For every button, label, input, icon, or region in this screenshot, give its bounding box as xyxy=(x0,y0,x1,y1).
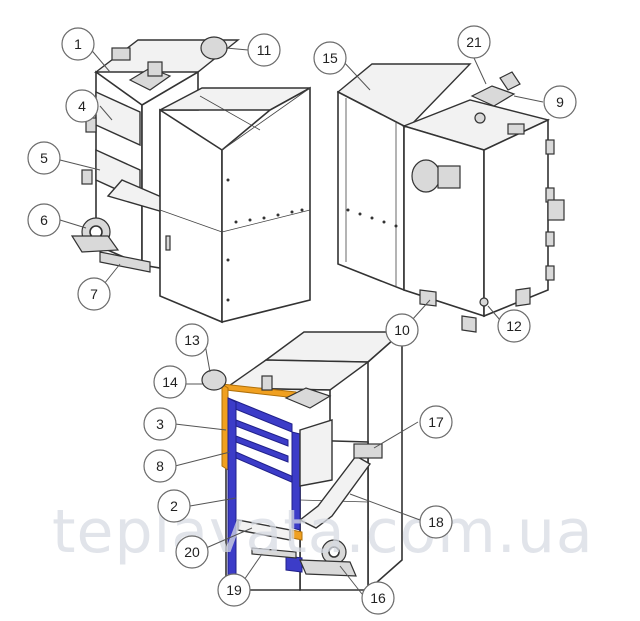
ash-pan xyxy=(99,251,151,273)
callout-4-label: 4 xyxy=(78,98,86,114)
callout-13-label: 13 xyxy=(184,332,200,348)
callout-16: 16 xyxy=(361,581,395,615)
thermo-sensor xyxy=(474,112,486,124)
boiler-rear-face xyxy=(403,124,485,318)
callout-17-label: 17 xyxy=(428,414,444,430)
callout-11: 11 xyxy=(247,33,281,67)
hopper-rear-face xyxy=(337,90,405,292)
callout-4: 4 xyxy=(65,89,99,123)
rear-flue-outlet xyxy=(411,159,441,193)
callout-10: 10 xyxy=(385,313,419,347)
callout-7-label: 7 xyxy=(90,286,98,302)
callouts: 1 11 4 5 6 7 15 21 9 10 12 13 14 3 8 2 2… xyxy=(27,25,577,615)
top-cover xyxy=(111,47,131,61)
callout-2: 2 xyxy=(157,489,191,523)
callout-8-label: 8 xyxy=(156,458,164,474)
cut-control-box xyxy=(284,387,332,409)
callout-15-label: 15 xyxy=(322,50,338,66)
callout-21-label: 21 xyxy=(466,34,482,50)
ash-tray xyxy=(251,547,297,559)
callout-14-label: 14 xyxy=(162,374,178,390)
callout-9: 9 xyxy=(543,85,577,119)
cut-feed-auger xyxy=(298,455,372,529)
callout-11-label: 11 xyxy=(257,42,272,58)
callout-20-label: 20 xyxy=(184,544,200,560)
grate-rod xyxy=(237,519,291,541)
side-burner-port xyxy=(547,199,565,221)
callout-5: 5 xyxy=(27,141,61,175)
callout-10-label: 10 xyxy=(394,322,410,338)
cut-front-door xyxy=(299,419,333,487)
cut-boiler-top xyxy=(223,359,371,391)
callout-21: 21 xyxy=(457,25,491,59)
callout-6-label: 6 xyxy=(40,212,48,228)
flue-collar xyxy=(437,165,461,189)
burner-base xyxy=(70,235,120,253)
callout-14: 14 xyxy=(153,365,187,399)
view-cutaway xyxy=(201,330,404,592)
exchanger-bottom xyxy=(285,555,303,573)
callout-1-label: 1 xyxy=(74,36,82,52)
boiler-right-face xyxy=(483,118,549,318)
vent-outlet xyxy=(499,71,521,91)
exchanger-baffle-1 xyxy=(235,419,289,447)
callout-20: 20 xyxy=(175,535,209,569)
right-handle-1 xyxy=(545,139,555,155)
callout-5-label: 5 xyxy=(40,150,48,166)
callout-9-label: 9 xyxy=(556,94,564,110)
view-rear-right xyxy=(336,63,565,333)
rear-leg-right xyxy=(515,287,531,307)
callout-19-label: 19 xyxy=(226,582,242,598)
callout-15: 15 xyxy=(313,41,347,75)
rear-leg-front xyxy=(461,315,477,333)
hopper-door-handle xyxy=(165,235,171,251)
callout-8: 8 xyxy=(143,449,177,483)
flue-stub xyxy=(147,61,163,77)
callout-16-label: 16 xyxy=(370,590,386,606)
rear-control-box xyxy=(470,85,516,107)
rear-bolts xyxy=(346,208,398,228)
hopper-bolts xyxy=(226,178,304,302)
cut-flue-stub xyxy=(261,375,273,391)
rear-leg-left xyxy=(419,289,437,307)
cut-burner-base xyxy=(299,559,357,577)
callout-7: 7 xyxy=(77,277,111,311)
inspection-hatch xyxy=(507,123,525,135)
drain-valve xyxy=(479,297,489,307)
callout-12: 12 xyxy=(497,309,531,343)
callout-3-label: 3 xyxy=(156,416,164,432)
leader-lines xyxy=(59,45,544,595)
callout-1: 1 xyxy=(61,27,95,61)
hopper-front xyxy=(159,108,223,324)
exchanger-wall-right xyxy=(291,431,301,531)
insulation-side xyxy=(221,383,229,471)
watermark-text: teplavata.com.ua xyxy=(52,497,594,567)
right-handle-3 xyxy=(545,231,555,247)
lower-door-handle xyxy=(81,169,93,185)
callout-17: 17 xyxy=(419,405,453,439)
callout-6: 6 xyxy=(27,203,61,237)
callout-19: 19 xyxy=(217,573,251,607)
callout-13: 13 xyxy=(175,323,209,357)
hopper-side xyxy=(221,86,311,324)
callout-12-label: 12 xyxy=(506,318,522,334)
insulation-lower xyxy=(291,529,303,541)
exchanger-baffle-2 xyxy=(235,435,289,463)
right-handle-4 xyxy=(545,265,555,281)
callout-18-label: 18 xyxy=(428,514,444,530)
callout-2-label: 2 xyxy=(170,498,178,514)
callout-3: 3 xyxy=(143,407,177,441)
cut-burner-core xyxy=(328,546,340,558)
cut-flue-pipe xyxy=(201,369,227,391)
flue-pipe xyxy=(200,36,228,60)
callout-18: 18 xyxy=(419,505,453,539)
view-front-left xyxy=(70,36,311,324)
